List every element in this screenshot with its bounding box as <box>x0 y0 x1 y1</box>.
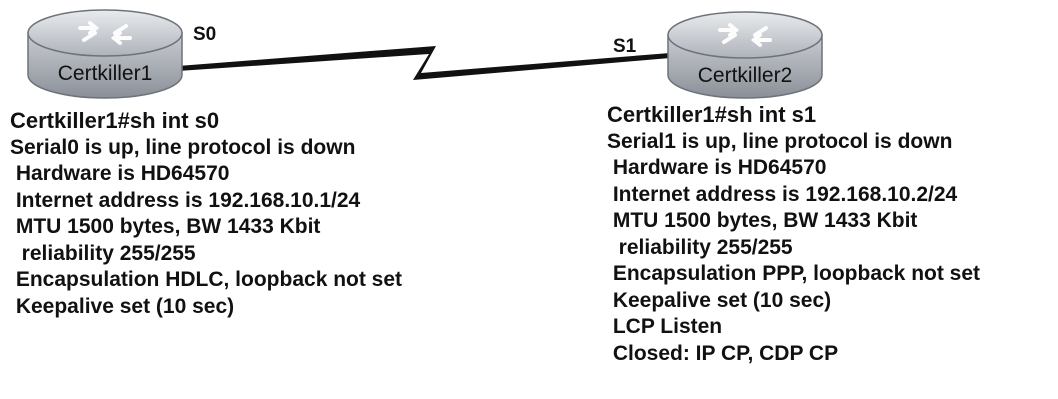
router-icon <box>27 9 183 99</box>
right-encapsulation-line: Encapsulation PPP, loopback not set <box>607 262 981 285</box>
left-status-line: Serial0 is up, line protocol is down <box>10 135 356 159</box>
left-keepalive-line: Keepalive set (10 sec) <box>10 294 235 318</box>
interface-label-s0: S0 <box>193 24 216 45</box>
interface-label-s1: S1 <box>613 36 637 57</box>
router-right-label: Certkiller2 <box>698 64 793 87</box>
left-command-line: Certkiller1#sh int s0 <box>10 108 220 133</box>
router-right[interactable]: Certkiller2 <box>667 11 823 99</box>
right-command-line: Certkiller1#sh int s1 <box>607 102 817 127</box>
serial-link-bolt <box>178 46 670 80</box>
right-keepalive-line: Keepalive set (10 sec) <box>607 288 832 312</box>
left-reliability-line: reliability 255/255 <box>10 241 196 265</box>
right-status-line: Serial1 is up, line protocol is down <box>607 129 953 153</box>
right-hardware-line: Hardware is HD64570 <box>607 156 827 179</box>
network-diagram: Certkiller1 S0 Certkiller2 S1 <box>27 9 823 99</box>
left-hardware-line: Hardware is HD64570 <box>10 162 230 185</box>
left-address-line: Internet address is 192.168.10.1/24 <box>10 188 361 212</box>
left-encapsulation-line: Encapsulation HDLC, loopback not set <box>10 268 403 291</box>
right-lcp-line: LCP Listen <box>607 315 723 338</box>
router-icon <box>667 11 823 99</box>
left-show-interface-output: Certkiller1#sh int s0 Serial0 is up, lin… <box>10 108 402 320</box>
right-closed-line: Closed: IP CP, CDP CP <box>607 341 839 365</box>
right-address-line: Internet address is 192.168.10.2/24 <box>607 182 958 206</box>
right-reliability-line: reliability 255/255 <box>607 235 793 259</box>
left-mtu-line: MTU 1500 bytes, BW 1433 Kbit <box>10 215 321 238</box>
right-mtu-line: MTU 1500 bytes, BW 1433 Kbit <box>607 209 918 232</box>
router-left[interactable]: Certkiller1 <box>27 9 183 99</box>
right-show-interface-output: Certkiller1#sh int s1 Serial1 is up, lin… <box>607 102 980 367</box>
router-left-label: Certkiller1 <box>58 62 153 85</box>
